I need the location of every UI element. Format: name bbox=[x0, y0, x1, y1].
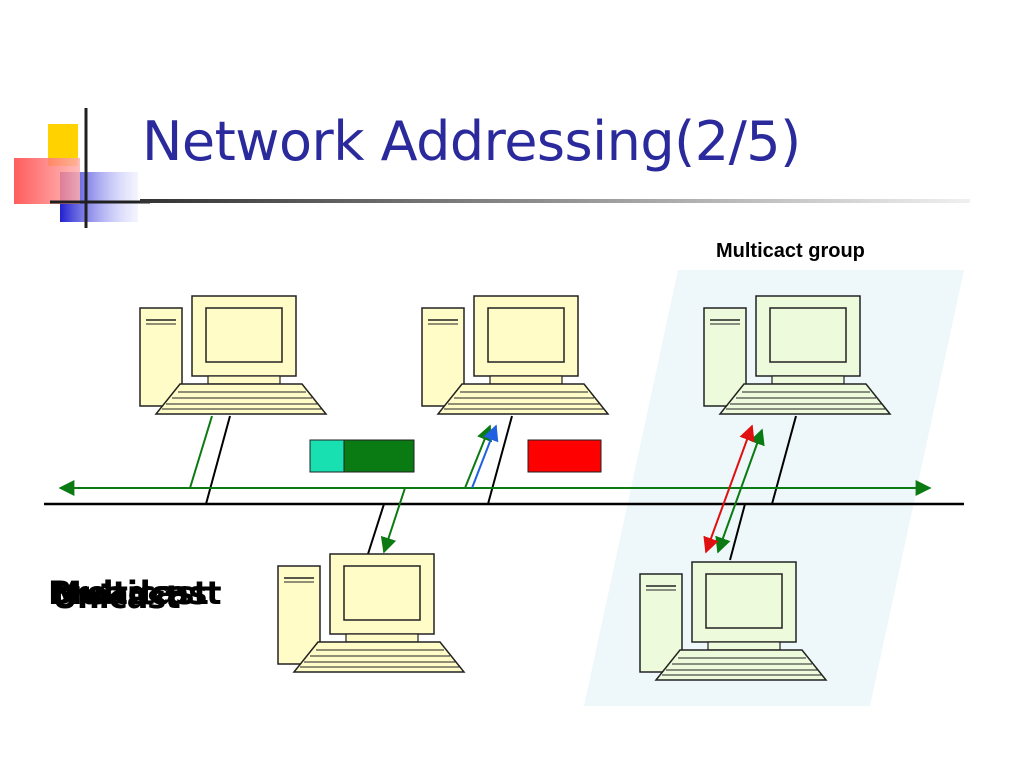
multicast-group-label: Multicact group bbox=[716, 240, 865, 262]
broadcast-label: Broadcast bbox=[48, 574, 222, 612]
title-underline bbox=[140, 199, 970, 203]
pc-top-middle bbox=[421, 295, 609, 415]
packet-green bbox=[343, 439, 415, 473]
pc-top-middle-link bbox=[487, 415, 513, 505]
broadcast-arrow-bottom-middle bbox=[380, 487, 406, 554]
slide-title: Network Addressing(2/5) bbox=[142, 110, 801, 173]
unicast-label: Unicast bbox=[52, 578, 181, 616]
title-accent-decoration bbox=[0, 0, 150, 240]
broadcast-path bbox=[60, 415, 213, 489]
packet-cyan bbox=[309, 439, 345, 473]
pc-top-right-link bbox=[771, 415, 797, 505]
multicast-label: Multicast bbox=[50, 574, 209, 612]
unicast-arrow bbox=[471, 424, 499, 489]
pc-bottom-middle-link bbox=[367, 503, 385, 555]
multicast-arrow bbox=[703, 424, 755, 554]
pc-bottom-middle bbox=[277, 553, 465, 673]
broadcast-arrow-top-middle bbox=[464, 424, 493, 489]
packet-red bbox=[527, 439, 602, 473]
pc-top-left bbox=[139, 295, 327, 415]
pc-top-left-link bbox=[205, 415, 231, 505]
